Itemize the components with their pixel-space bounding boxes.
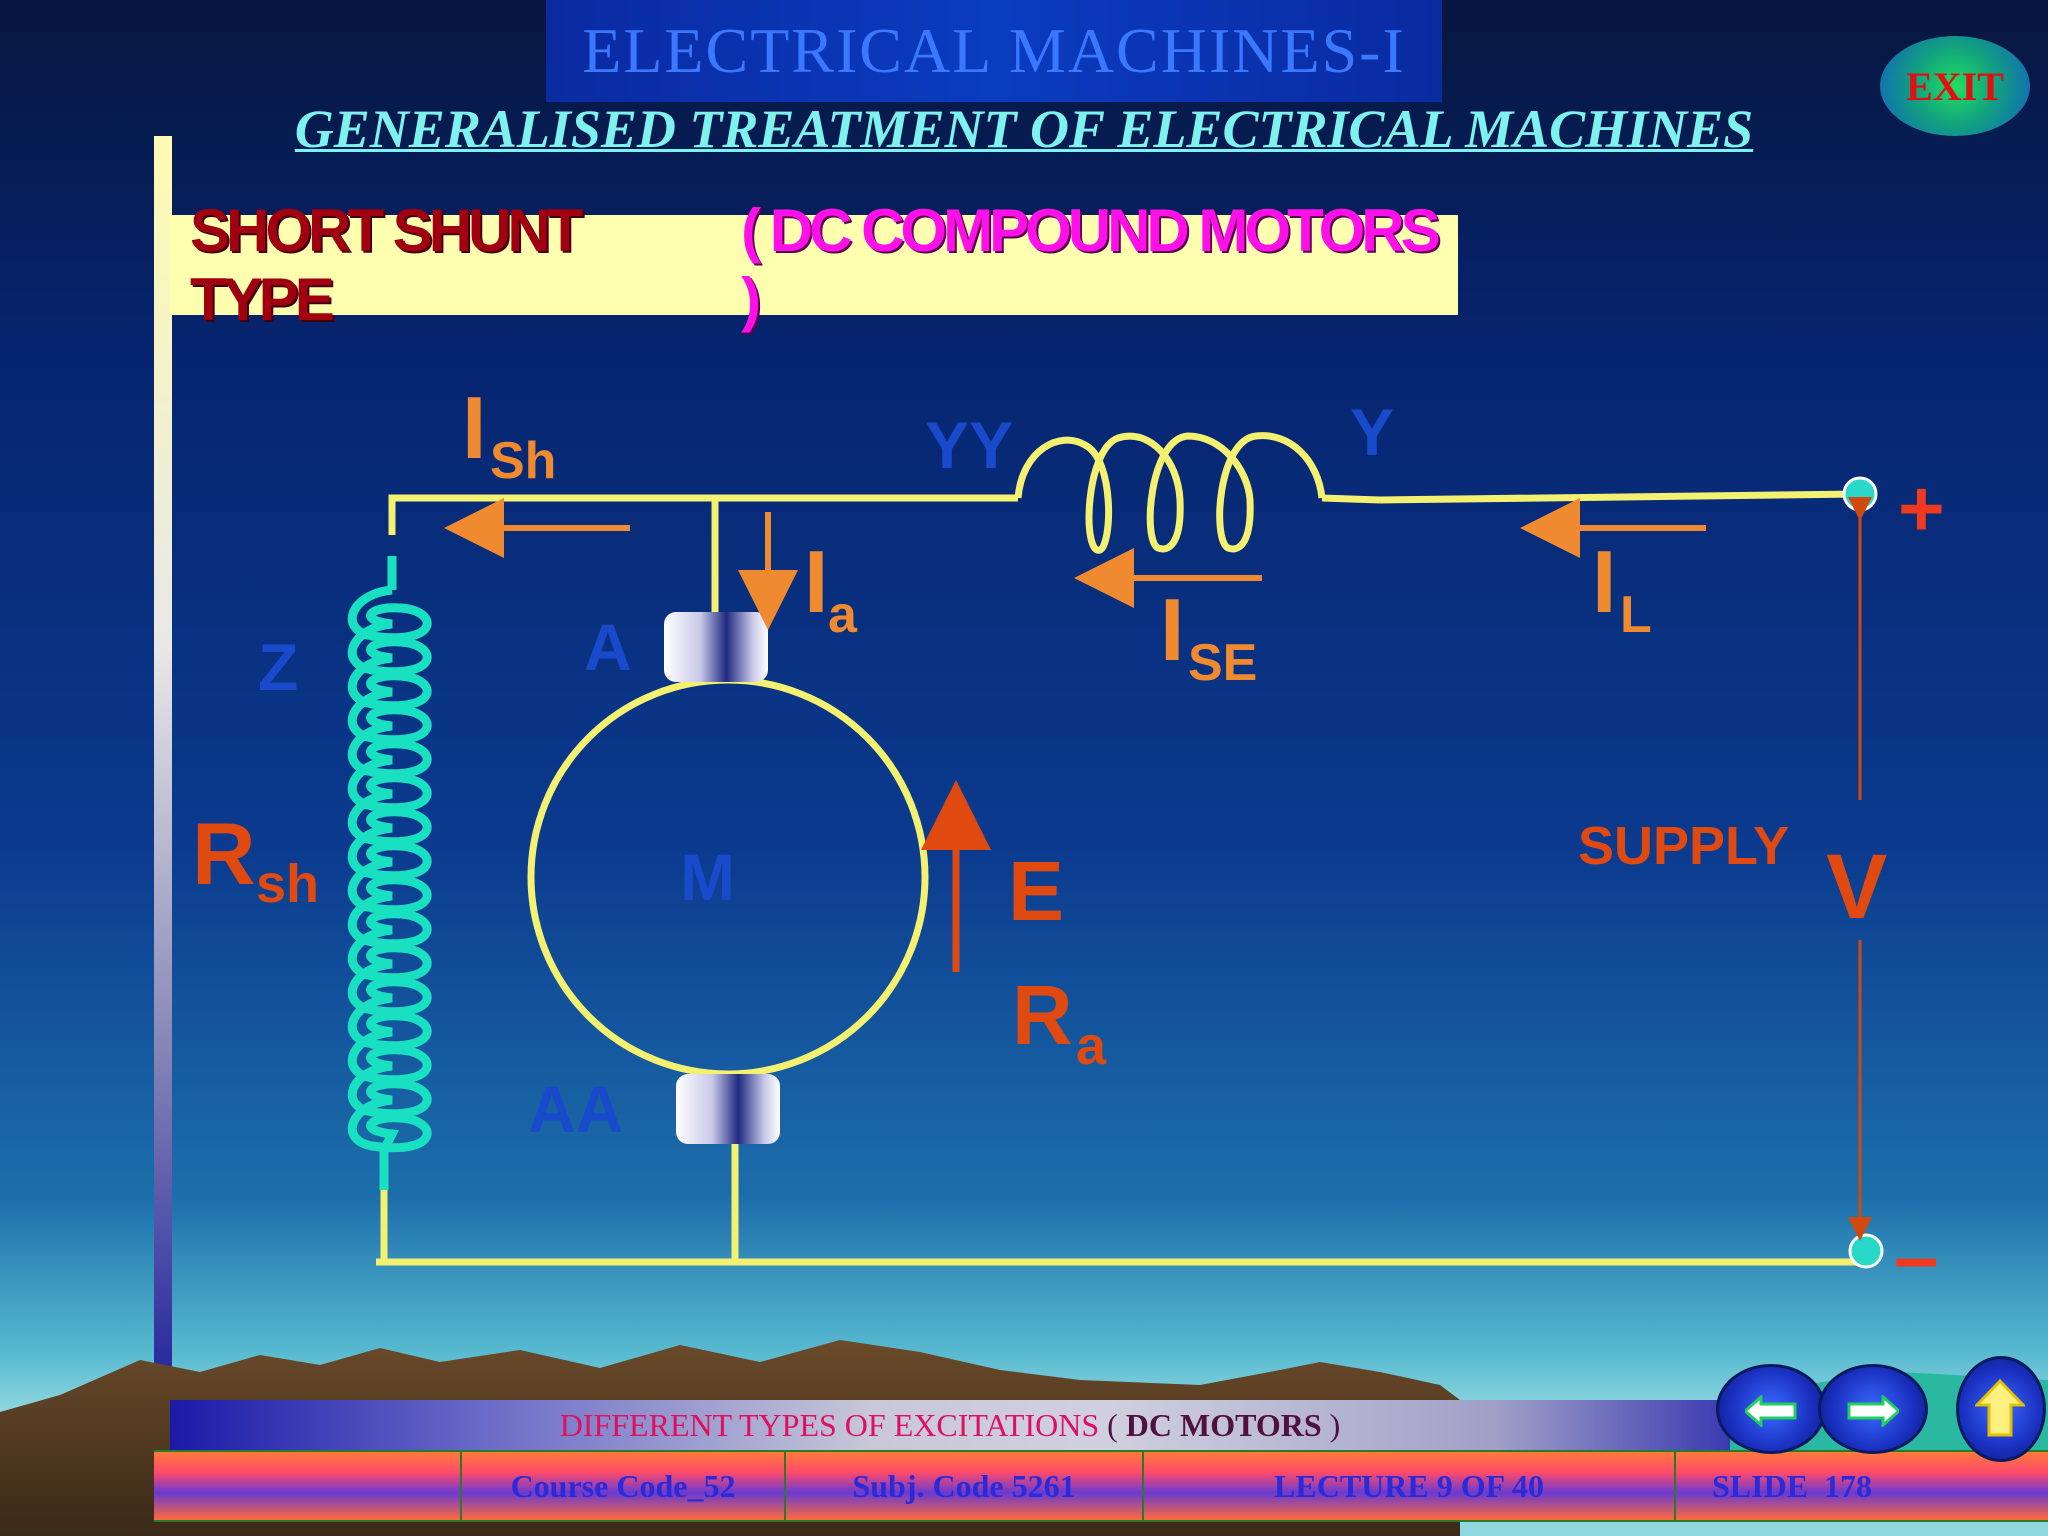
exit-button[interactable]: EXIT xyxy=(1880,36,2030,136)
shunt-field-coil xyxy=(347,556,432,1190)
slide-indicator: SLIDE 178 xyxy=(1674,1452,2048,1520)
arrow-left-icon xyxy=(1745,1395,1797,1427)
topic-banner: DIFFERENT TYPES OF EXCITATIONS ( DC MOTO… xyxy=(170,1400,1730,1450)
ise-label-main: I xyxy=(1160,580,1184,679)
negative-terminal xyxy=(1848,1233,1884,1269)
home-slide-button[interactable] xyxy=(1956,1356,2046,1462)
heading-type: SHORT SHUNT TYPE xyxy=(190,197,583,333)
page-title: ELECTRICAL MACHINES-I xyxy=(582,15,1406,86)
top-brush xyxy=(664,612,768,682)
lecture-info: LECTURE 9 OF 40 xyxy=(1142,1452,1674,1520)
subject-code: Subj. Code 5261 xyxy=(784,1452,1142,1520)
ra-label-main: R xyxy=(1012,968,1073,1062)
il-label-main: I xyxy=(1592,532,1616,631)
terminal-z-label: Z xyxy=(258,630,298,704)
slide-number: 178 xyxy=(1824,1468,1873,1504)
ra-label-sub: a xyxy=(1076,1016,1107,1076)
plus-sign: + xyxy=(1898,464,1945,553)
page-subtitle: GENERALISED TREATMENT OF ELECTRICAL MACH… xyxy=(294,99,1754,159)
ia-label-main: I xyxy=(804,532,828,631)
title-banner: ELECTRICAL MACHINES-I xyxy=(546,0,1442,102)
topic-text: DIFFERENT TYPES OF EXCITATIONS xyxy=(559,1407,1100,1443)
footer-bar: Course Code_52 Subj. Code 5261 LECTURE 9… xyxy=(154,1450,2048,1522)
terminal-aa-label: AA xyxy=(528,1072,623,1146)
topic-emphasis: DC MOTORS xyxy=(1125,1407,1322,1443)
arrow-up-icon xyxy=(1975,1379,2025,1437)
terminal-yy-label: YY xyxy=(925,408,1013,482)
minus-sign: – xyxy=(1894,1212,1939,1301)
terminal-a-label: A xyxy=(584,610,632,684)
ish-label-main: I xyxy=(462,378,486,477)
heading-category: ( DC COMPOUND MOTORS ) xyxy=(741,197,1441,333)
rsh-label-main: R xyxy=(192,804,256,903)
left-accent-bar xyxy=(154,136,172,1416)
topic-paren-open: ( xyxy=(1107,1407,1126,1443)
previous-slide-button[interactable] xyxy=(1716,1364,1826,1454)
terminal-y-label: Y xyxy=(1350,395,1394,469)
emf-label: E xyxy=(1008,844,1064,938)
slide-heading: SHORT SHUNT TYPE ( DC COMPOUND MOTORS ) xyxy=(170,197,1458,333)
ise-label-sub: SE xyxy=(1188,634,1257,692)
arrow-right-icon xyxy=(1847,1395,1899,1427)
voltage-label: V xyxy=(1826,836,1887,938)
ish-label-sub: Sh xyxy=(490,432,556,490)
supply-label: SUPPLY xyxy=(1578,816,1789,876)
slide-label: SLIDE xyxy=(1712,1468,1809,1504)
topic-paren-close: ) xyxy=(1321,1407,1341,1443)
ia-label-sub: a xyxy=(828,586,858,644)
machine-m-label: M xyxy=(680,840,735,914)
positive-terminal xyxy=(1842,476,1878,512)
bottom-brush xyxy=(676,1074,780,1144)
il-label-sub: L xyxy=(1620,586,1652,644)
rsh-label-sub: sh xyxy=(256,854,319,914)
next-slide-button[interactable] xyxy=(1818,1364,1928,1454)
course-code: Course Code_52 xyxy=(460,1452,784,1520)
